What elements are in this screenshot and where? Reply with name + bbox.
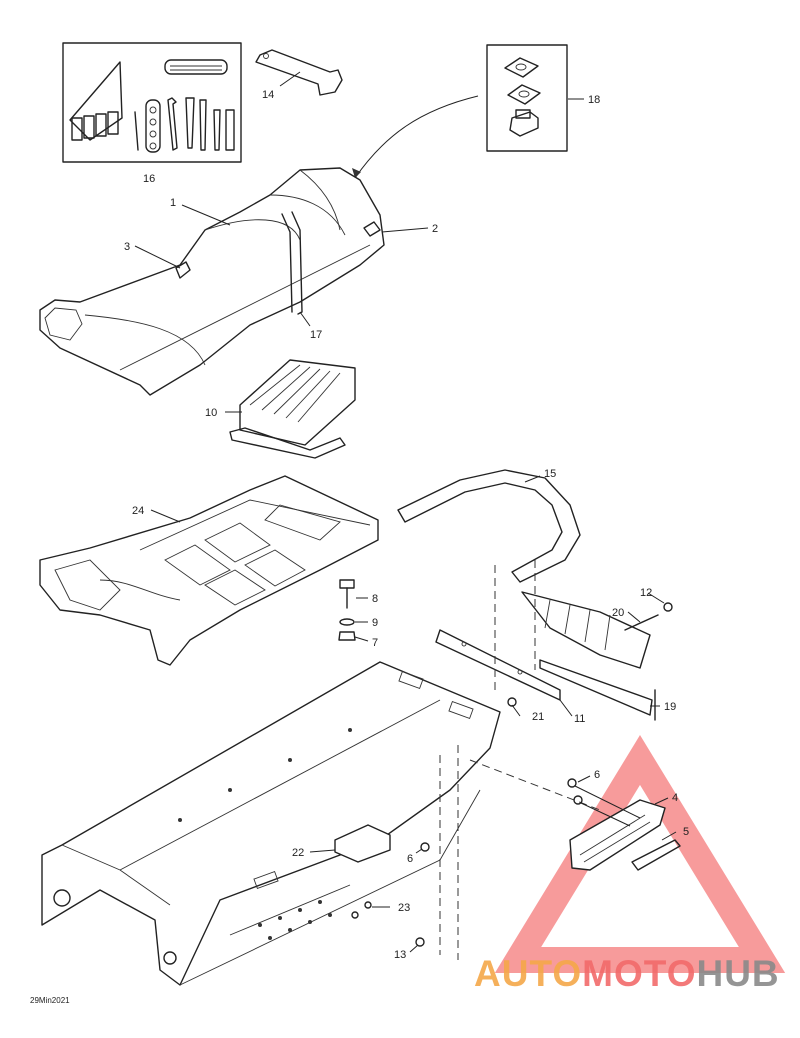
seat-latch-kit xyxy=(486,44,568,152)
bolt-washer-nut xyxy=(338,579,356,641)
callout-12: 12 xyxy=(640,587,652,599)
watermark-moto: MOTO xyxy=(582,953,696,994)
bracket xyxy=(435,629,561,701)
callout-14: 14 xyxy=(262,89,274,101)
watermark-brand: AUTOMOTOHUB xyxy=(474,953,780,994)
watermark-hub: HUB xyxy=(696,953,779,994)
rear-flap xyxy=(569,799,681,871)
callout-6-b: 6 xyxy=(407,853,413,865)
watermark-auto: AUTO xyxy=(474,953,582,994)
callout-18: 18 xyxy=(588,94,600,106)
tunnel-chassis xyxy=(41,661,501,986)
spanner-wrench xyxy=(255,49,343,96)
callout-22: 22 xyxy=(292,847,304,859)
callout-1: 1 xyxy=(170,197,176,209)
callout-17: 17 xyxy=(310,329,322,341)
callout-20: 20 xyxy=(612,607,624,619)
storage-compartment xyxy=(229,359,356,459)
tool-kit xyxy=(62,42,242,163)
callout-21: 21 xyxy=(532,711,544,723)
callout-labels: 1 2 3 4 5 6 6 7 8 9 10 11 12 13 14 15 16… xyxy=(124,89,689,961)
screws xyxy=(351,778,641,947)
callout-9: 9 xyxy=(372,617,378,629)
callout-11: 11 xyxy=(574,713,585,725)
callout-24: 24 xyxy=(132,505,144,517)
callout-3: 3 xyxy=(124,241,130,253)
callout-5: 5 xyxy=(683,826,689,838)
seat-base xyxy=(39,475,379,666)
reflector xyxy=(334,824,391,863)
callout-6-a: 6 xyxy=(594,769,600,781)
callout-7: 7 xyxy=(372,637,378,649)
svg-text:AUTOMOTOHUB: AUTOMOTOHUB xyxy=(474,953,780,994)
callout-15: 15 xyxy=(544,468,556,480)
arrow-head xyxy=(352,168,361,178)
callout-13: 13 xyxy=(394,949,406,961)
seat xyxy=(39,167,385,396)
callout-4: 4 xyxy=(672,792,678,804)
footer-code: 29Min2021 xyxy=(30,996,70,1005)
callout-10: 10 xyxy=(205,407,217,419)
rear-bumper-grille xyxy=(521,591,656,721)
callout-19: 19 xyxy=(664,701,676,713)
watermark-logo-triangle xyxy=(494,735,786,973)
callout-8: 8 xyxy=(372,593,378,605)
callout-16: 16 xyxy=(143,173,155,185)
callout-2: 2 xyxy=(432,223,438,235)
leader-lines xyxy=(134,71,677,953)
callout-23: 23 xyxy=(398,902,410,914)
grab-handle xyxy=(397,469,581,583)
